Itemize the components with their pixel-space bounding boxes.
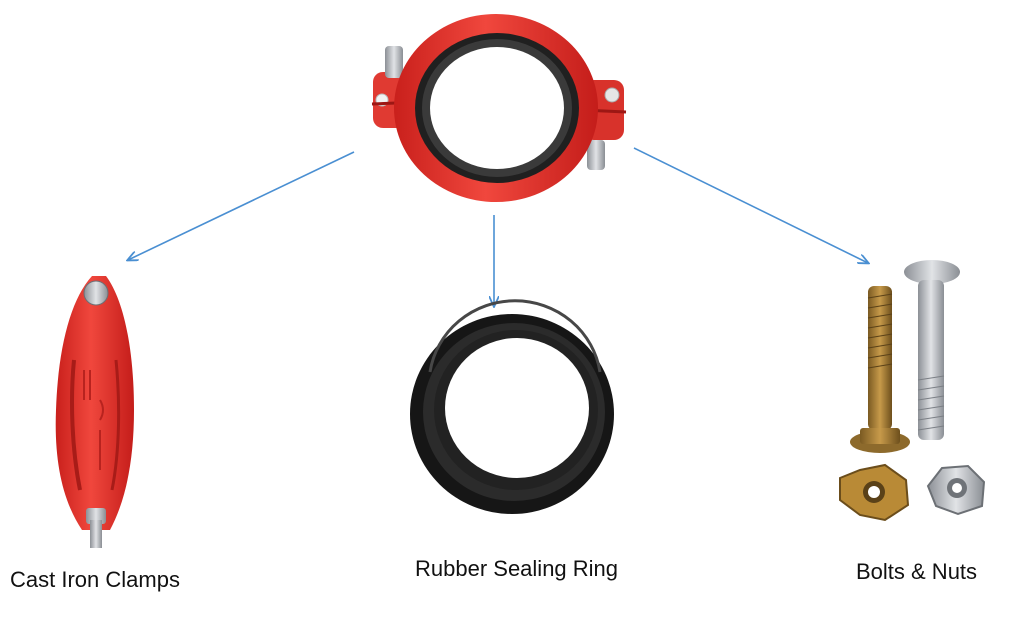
bolts-and-nuts-icon: [839, 260, 986, 522]
arrow-to-bolts: [633, 147, 868, 263]
caption-bolts-and-nuts: Bolts & Nuts: [856, 559, 978, 584]
arrow-to-clamps: [128, 151, 355, 260]
connector-arrows: [128, 147, 868, 306]
caption-cast-iron-clamps: Cast Iron Clamps: [10, 567, 180, 592]
rubber-sealing-ring-icon: [410, 299, 614, 514]
caption-rubber-sealing-ring: Rubber Sealing Ring: [415, 556, 619, 581]
cast-iron-clamp-icon: [55, 276, 135, 548]
coupling-assembly-icon: [371, 14, 627, 202]
